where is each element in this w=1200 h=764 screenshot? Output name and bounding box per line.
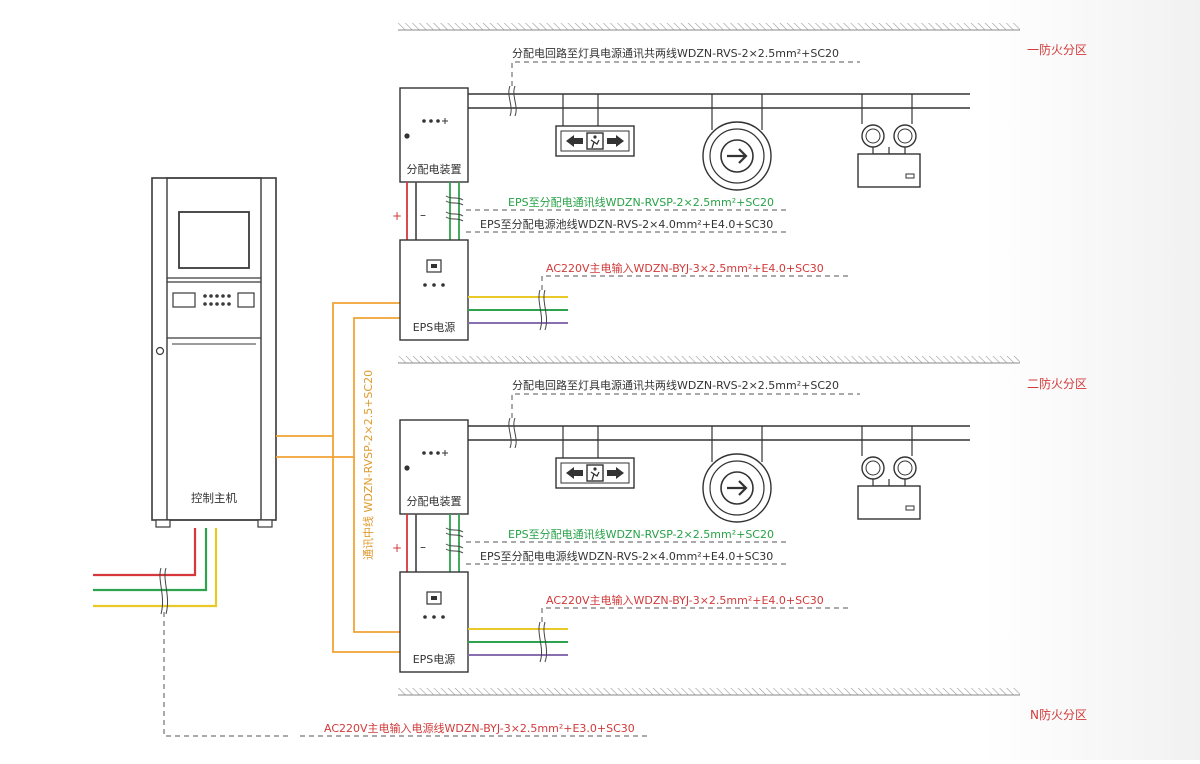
- branch-cable-label: 分配电回路至灯具电源通讯共两线WDZN-RVS-2×2.5mm²+SC20: [512, 378, 839, 392]
- zone-ceiling-2: [398, 356, 1020, 364]
- distribution-unit-label: 分配电装置: [407, 495, 462, 508]
- host-lock-icon: [155, 346, 165, 356]
- host-display-icon: [172, 292, 196, 308]
- fire-zone-section-2: 分配电装置 分配电回路至灯具电源通讯共两线WDZN-RVS-2×2.5mm²+S…: [392, 378, 970, 673]
- host-label: 控制主机: [191, 491, 237, 505]
- eps-comm-cable-label: EPS至分配电通讯线WDZN-RVSP-2×2.5mm²+SC20: [508, 527, 774, 541]
- exit-sign-icon: [555, 425, 635, 489]
- zone-ceiling-n: [398, 688, 1020, 696]
- comm-trunk-label: 通讯中线 WDZN-RVSP-2×2.5+SC20: [361, 370, 375, 560]
- control-host-cabinet: 控制主机: [151, 177, 277, 528]
- exit-sign-icon: [555, 93, 635, 157]
- branch-cable-label: 分配电回路至灯具电源通讯共两线WDZN-RVS-2×2.5mm²+SC20: [512, 46, 839, 60]
- eps-power-unit: EPS电源: [399, 571, 469, 673]
- positive-terminal-label: +: [392, 209, 402, 223]
- main-input-leader: [163, 612, 290, 737]
- main-input-label: AC220V主电输入电源线WDZN-BYJ-3×2.5mm²+E3.0+SC30: [324, 721, 635, 735]
- eps-display-icon: [426, 591, 442, 605]
- eps-unit-label: EPS电源: [413, 652, 456, 666]
- fire-zone-section-1: 分配电装置 分配电回路至灯具电源通讯共两线WDZN-RVS-2×2.5mm²+S…: [392, 46, 970, 341]
- zone-label-2: 二防火分区: [1027, 376, 1087, 391]
- host-button-panel: [203, 294, 231, 306]
- positive-terminal-label: +: [392, 541, 402, 555]
- eps-power-cable-label: EPS至分配电源池线WDZN-RVS-2×4.0mm²+E4.0+SC30: [480, 217, 773, 231]
- eps-comm-cable-label: EPS至分配电通讯线WDZN-RVSP-2×2.5mm²+SC20: [508, 195, 774, 209]
- comm-trunk-wires: [276, 302, 400, 653]
- distribution-unit: 分配电装置: [399, 87, 469, 183]
- zone-ceiling-1: [398, 23, 1020, 31]
- distribution-unit-label: 分配电装置: [407, 163, 462, 176]
- eps-unit-label: EPS电源: [413, 320, 456, 334]
- zone-label-1: 一防火分区: [1027, 42, 1087, 57]
- eps-display-icon: [426, 259, 442, 273]
- eps-power-unit: EPS电源: [399, 239, 469, 341]
- ac-input-label: AC220V主电输入WDZN-BYJ-3×2.5mm²+E4.0+SC30: [546, 261, 824, 275]
- negative-terminal-label: –: [420, 208, 426, 222]
- host-screen: [178, 211, 250, 269]
- host-power-feed: [93, 528, 218, 608]
- zone-label-n: N防火分区: [1030, 707, 1087, 722]
- distribution-unit: 分配电装置: [399, 419, 469, 515]
- eps-power-cable-label: EPS至分配电电源线WDZN-RVS-2×4.0mm²+E4.0+SC30: [480, 549, 773, 563]
- negative-terminal-label: –: [420, 540, 426, 554]
- ac-input-label: AC220V主电输入WDZN-BYJ-3×2.5mm²+E4.0+SC30: [546, 593, 824, 607]
